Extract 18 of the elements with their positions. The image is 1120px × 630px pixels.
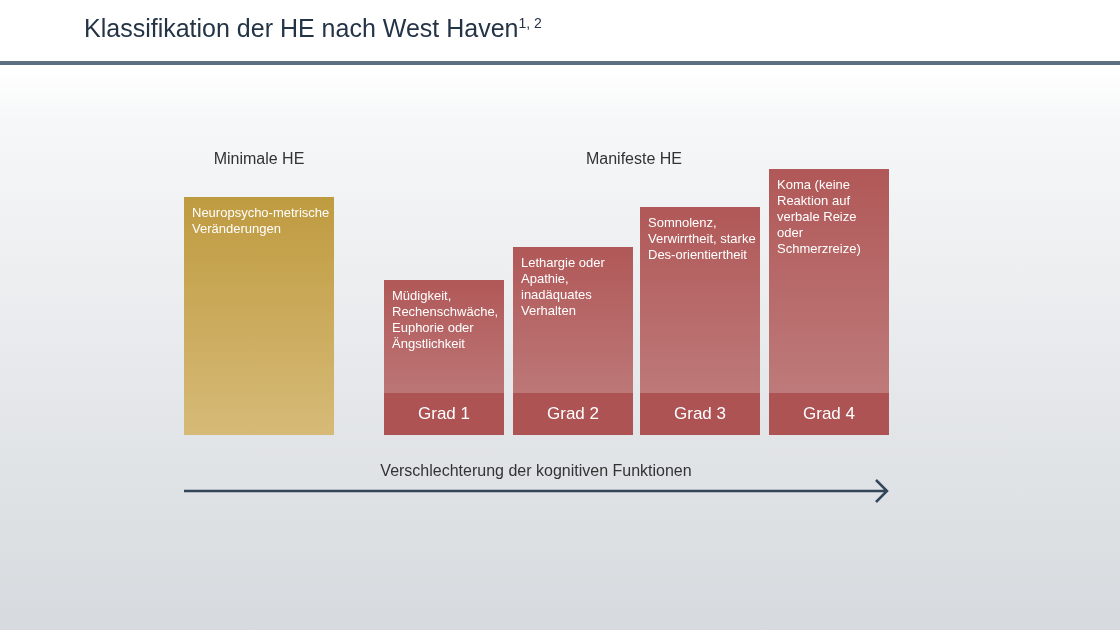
symptom-text: Müdigkeit, Rechenschwäche, Euphorie oder Ängstlichkeit <box>392 288 500 352</box>
symptom-text: Lethargie oder Apathie, inadäquates Verhalten <box>521 255 606 319</box>
stage-bar <box>184 197 334 435</box>
grade-label: Grad 1 <box>384 393 504 435</box>
slide-title: Klassifikation der HE nach West Haven$^{1, 2}$ <box>84 14 542 43</box>
grade-label: Grad 3 <box>640 393 760 435</box>
grade-bar <box>769 169 889 435</box>
grade-bar <box>640 207 760 435</box>
symptom-text: Koma (keine Reaktion auf verbale Reize oder Schmerzreize) <box>777 177 862 257</box>
symptom-text: Neuropsycho-metrische Veränderungen <box>192 205 330 237</box>
grade-bar <box>384 280 504 435</box>
stage-heading: Manifeste HE <box>585 150 682 167</box>
grade-label: Grad 2 <box>513 393 633 435</box>
grade-bar <box>513 247 633 435</box>
symptom-text: Somnolenz, Verwirrtheit, starke Des-orientiertheit <box>648 215 756 263</box>
stage-heading: Minimale HE <box>213 150 305 167</box>
grade-label: Grad 4 <box>769 393 889 435</box>
axis-caption: Verschlechterung der kognitiven Funktionen <box>380 462 692 479</box>
